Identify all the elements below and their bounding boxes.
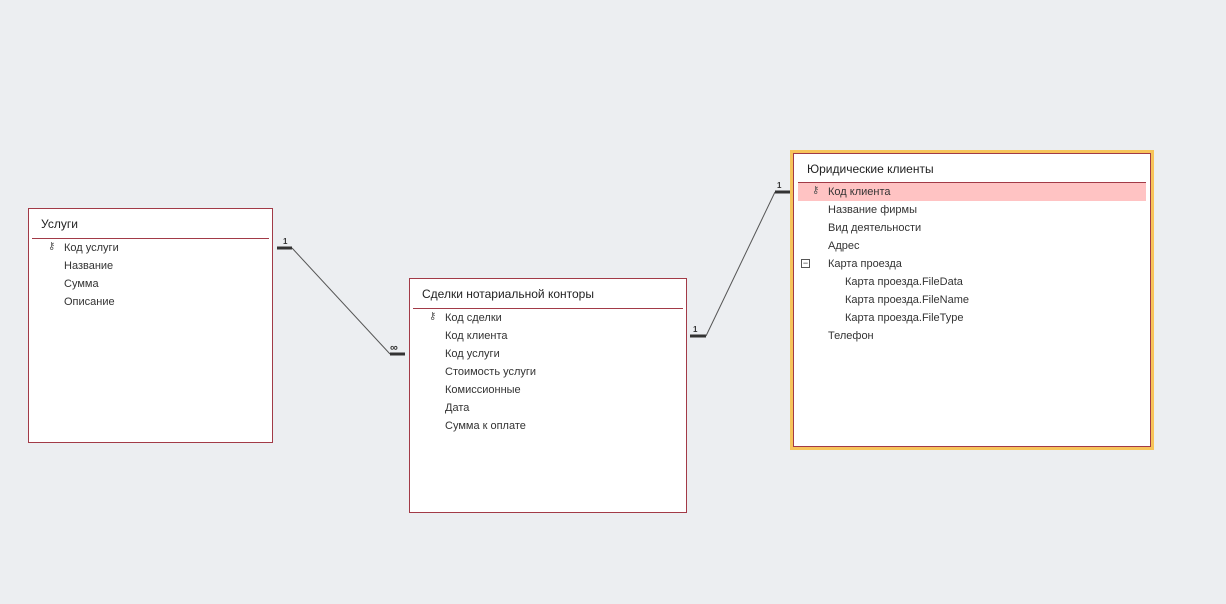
- field-label: Код услуги: [445, 348, 500, 360]
- relationship-line: [291, 247, 391, 355]
- field-label: Код услуги: [64, 242, 119, 254]
- table-title[interactable]: Сделки нотариальной конторы: [422, 287, 594, 301]
- field-item[interactable]: Телефон: [798, 327, 1146, 345]
- field-item[interactable]: Сумма к оплате: [415, 417, 681, 435]
- field-label: Карта проезда.FileType: [845, 312, 964, 324]
- field-label: Сумма: [64, 278, 99, 290]
- table-title[interactable]: Юридические клиенты: [807, 162, 934, 176]
- title-divider: [798, 182, 1146, 183]
- key-icon: ⚷: [429, 311, 437, 322]
- field-label: Сумма к оплате: [445, 420, 526, 432]
- field-item[interactable]: Код услуги: [415, 345, 681, 363]
- field-label: Код клиента: [828, 186, 891, 198]
- field-list: ⚷ Код клиента Название фирмы Вид деятель…: [798, 183, 1146, 345]
- key-icon: ⚷: [812, 185, 820, 196]
- cardinality-one-label: 1: [283, 237, 288, 246]
- field-item[interactable]: Вид деятельности: [798, 219, 1146, 237]
- field-label: Код сделки: [445, 312, 502, 324]
- field-item[interactable]: Стоимость услуги: [415, 363, 681, 381]
- field-item[interactable]: Адрес: [798, 237, 1146, 255]
- key-icon: ⚷: [48, 241, 56, 252]
- field-label: Карта проезда.FileName: [845, 294, 970, 306]
- field-label: Телефон: [828, 330, 874, 342]
- field-label: Название: [64, 260, 114, 272]
- field-label: Комиссионные: [445, 384, 521, 396]
- field-label: Описание: [64, 296, 115, 308]
- field-item[interactable]: Код клиента: [415, 327, 681, 345]
- cardinality-one-label: 1: [693, 325, 698, 334]
- field-item[interactable]: ⚷ Код сделки: [415, 309, 681, 327]
- field-item-selected[interactable]: ⚷ Код клиента: [798, 183, 1146, 201]
- field-list: ⚷ Код сделки Код клиента Код услуги Стои…: [415, 309, 681, 435]
- table-yur-clients[interactable]: Юридические клиенты ⚷ Код клиента Назван…: [790, 150, 1154, 450]
- table-uslugi[interactable]: Услуги ⚷ Код услуги Название Сумма Описа…: [28, 208, 273, 443]
- field-item-attachment[interactable]: − Карта проезда: [798, 255, 1146, 273]
- field-label: Стоимость услуги: [445, 366, 537, 378]
- collapse-icon[interactable]: −: [801, 258, 810, 268]
- table-title[interactable]: Услуги: [41, 217, 78, 231]
- title-divider: [32, 238, 269, 239]
- field-item[interactable]: Название: [34, 257, 267, 275]
- field-label: Название фирмы: [828, 204, 917, 216]
- field-subitem[interactable]: Карта проезда.FileData: [798, 273, 1146, 291]
- relationship-line: [705, 191, 776, 337]
- field-item[interactable]: Название фирмы: [798, 201, 1146, 219]
- field-label: Код клиента: [445, 330, 508, 342]
- field-list: ⚷ Код услуги Название Сумма Описание: [34, 239, 267, 311]
- field-subitem[interactable]: Карта проезда.FileName: [798, 291, 1146, 309]
- table-sdelki[interactable]: Сделки нотариальной конторы ⚷ Код сделки…: [409, 278, 687, 513]
- field-label: Дата: [445, 402, 470, 414]
- field-item[interactable]: Дата: [415, 399, 681, 417]
- relationship-sdelki-yur[interactable]: 1 1: [690, 181, 790, 338]
- field-label: Адрес: [828, 240, 860, 252]
- field-item[interactable]: Сумма: [34, 275, 267, 293]
- title-divider: [413, 308, 683, 309]
- cardinality-one-label: 1: [777, 181, 782, 190]
- field-label: Карта проезда.FileData: [845, 276, 963, 288]
- field-label: Вид деятельности: [828, 222, 922, 234]
- relationship-uslugi-sdelki[interactable]: 1 ∞: [277, 237, 405, 356]
- field-subitem[interactable]: Карта проезда.FileType: [798, 309, 1146, 327]
- field-item[interactable]: ⚷ Код услуги: [34, 239, 267, 257]
- field-label: Карта проезда: [828, 258, 902, 270]
- field-item[interactable]: Комиссионные: [415, 381, 681, 399]
- cardinality-many-label: ∞: [390, 342, 398, 354]
- field-item[interactable]: Описание: [34, 293, 267, 311]
